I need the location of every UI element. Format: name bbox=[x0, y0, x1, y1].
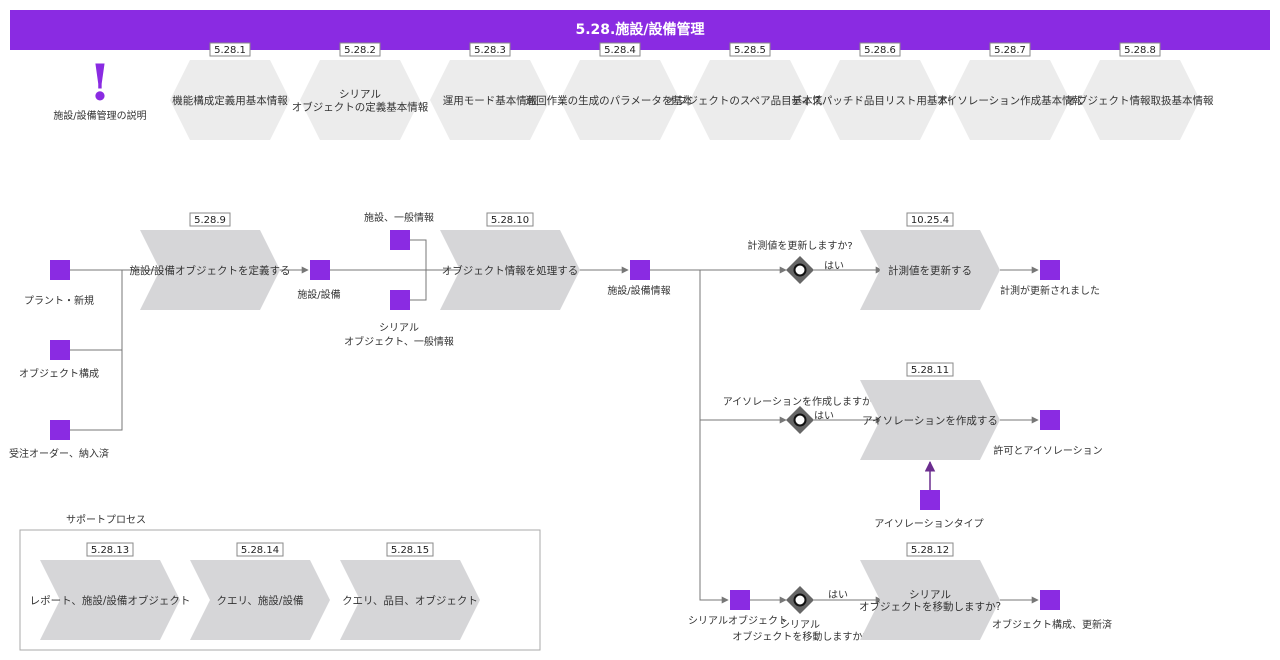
event-serial-object-label: シリアルオブジェクト bbox=[688, 614, 788, 627]
support-title: サポートプロセス bbox=[66, 514, 146, 526]
hex-label: ディスパッチド品目リスト用基本情報 bbox=[791, 94, 969, 107]
hex-label: 機能構成定義用基本情報 bbox=[172, 94, 288, 107]
hex-tag: 5.28.1 bbox=[214, 45, 246, 56]
process-move-serial-label-1: シリアル bbox=[909, 589, 951, 601]
event-permit-isolation-label: 許可とアイソレーション bbox=[993, 444, 1102, 457]
event-plant-new[interactable] bbox=[50, 260, 70, 280]
hex-basic-info-5[interactable]: 5.28.5 オブジェクトのスペア品目基本情報 bbox=[666, 42, 834, 140]
process-object-info-label: オブジェクト情報を処理する bbox=[442, 264, 579, 277]
process-create-isolation-label: アイソレーションを作成する bbox=[862, 415, 998, 427]
support-process-2[interactable]: 5.28.14 クエリ、施設/設備 bbox=[190, 542, 330, 640]
input-serial-general[interactable] bbox=[390, 290, 410, 310]
event-serial-object[interactable] bbox=[730, 590, 750, 610]
event-permit-isolation[interactable] bbox=[1040, 410, 1060, 430]
process-move-serial[interactable]: 5.28.12 シリアル オブジェクトを移動しますか? bbox=[859, 542, 1001, 640]
question-isolation: アイソレーションを作成しますか? bbox=[723, 396, 878, 408]
event-order-delivered-label: 受注オーダー、納入済 bbox=[9, 447, 109, 460]
page-title: 5.28.施設/設備管理 bbox=[575, 22, 705, 38]
event-config-updated-label: オブジェクト構成、更新済 bbox=[992, 618, 1112, 631]
yes-label-3: はい bbox=[828, 589, 848, 601]
yes-label-2: はい bbox=[814, 410, 834, 422]
event-plant-new-label: プラント・新規 bbox=[24, 294, 94, 307]
hex-label: オブジェクトのスペア品目基本情報 bbox=[666, 94, 834, 107]
input-general-info[interactable] bbox=[390, 230, 410, 250]
support-tag: 5.28.15 bbox=[391, 545, 429, 556]
process-create-isolation[interactable]: 5.28.11 アイソレーションを作成する bbox=[860, 362, 1000, 460]
process-move-serial-label-2: オブジェクトを移動しますか? bbox=[859, 600, 1001, 613]
hex-basic-info-6[interactable]: 5.28.6 ディスパッチド品目リスト用基本情報 bbox=[791, 42, 969, 140]
gateway-circle-icon bbox=[793, 263, 807, 277]
gateway-circle-icon bbox=[793, 593, 807, 607]
input-isolation-type[interactable] bbox=[920, 490, 940, 510]
support-label: レポート、施設/設備オブジェクト bbox=[30, 594, 191, 607]
event-config-updated[interactable] bbox=[1040, 590, 1060, 610]
input-isolation-type-label: アイソレーションタイプ bbox=[874, 518, 983, 530]
hex-label: アイソレーション作成基本情報 bbox=[937, 94, 1084, 107]
input-general-info-label: 施設、一般情報 bbox=[364, 211, 434, 224]
process-create-isolation-tag: 5.28.11 bbox=[911, 365, 949, 376]
process-define-object-label: 施設/設備オブジェクトを定義する bbox=[129, 264, 290, 277]
process-move-serial-tag: 5.28.12 bbox=[911, 545, 949, 556]
hex-tag: 5.28.6 bbox=[864, 45, 896, 56]
hex-label: オブジェクトの定義基本情報 bbox=[292, 101, 429, 114]
support-process-1[interactable]: 5.28.13 レポート、施設/設備オブジェクト bbox=[30, 542, 191, 640]
event-object-config[interactable] bbox=[50, 340, 70, 360]
process-define-object-tag: 5.28.9 bbox=[194, 215, 226, 226]
question-move-serial-2: オブジェクトを移動しますか? bbox=[732, 630, 867, 643]
gateway-isolation[interactable] bbox=[786, 406, 814, 434]
hex-tag: 5.28.8 bbox=[1124, 45, 1156, 56]
process-object-info[interactable]: 5.28.10 オブジェクト情報を処理する bbox=[440, 212, 580, 310]
hex-tag: 5.28.7 bbox=[994, 45, 1026, 56]
event-object-config-label: オブジェクト構成 bbox=[19, 367, 99, 380]
hex-label: シリアル bbox=[339, 89, 381, 101]
support-label: クエリ、品目、オブジェクト bbox=[342, 594, 478, 607]
hex-label: 巡回作業の生成のパラメータを基本情報 bbox=[526, 94, 715, 107]
support-row: 5.28.13レポート、施設/設備オブジェクト5.28.14クエリ、施設/設備5… bbox=[30, 542, 480, 640]
hex-basic-info-4[interactable]: 5.28.4 巡回作業の生成のパラメータを基本情報 bbox=[526, 42, 715, 140]
event-facility-label: 施設/設備 bbox=[297, 288, 340, 301]
note-label: 施設/設備管理の説明 bbox=[53, 109, 146, 122]
process-update-measure-label: 計測値を更新する bbox=[888, 264, 972, 277]
hex-basic-info-8[interactable]: 5.28.8 オブジェクト情報取扱基本情報 bbox=[1067, 42, 1214, 140]
gateway-move-serial[interactable] bbox=[786, 586, 814, 614]
event-measure-updated[interactable] bbox=[1040, 260, 1060, 280]
hex-label: オブジェクト情報取扱基本情報 bbox=[1067, 94, 1214, 107]
question-move-serial-1: シリアル bbox=[780, 620, 820, 631]
question-update-measure: 計測値を更新しますか? bbox=[747, 239, 852, 252]
process-define-object[interactable]: 5.28.9 施設/設備オブジェクトを定義する bbox=[129, 212, 291, 310]
process-update-measure-tag: 10.25.4 bbox=[911, 215, 949, 226]
support-tag: 5.28.13 bbox=[91, 545, 129, 556]
hex-tag: 5.28.5 bbox=[734, 45, 766, 56]
hex-basic-info-1[interactable]: 5.28.1 機能構成定義用基本情報 bbox=[170, 42, 290, 140]
support-label: クエリ、施設/設備 bbox=[217, 594, 304, 607]
hex-basic-info-7[interactable]: 5.28.7 アイソレーション作成基本情報 bbox=[937, 42, 1084, 140]
support-frame bbox=[19, 529, 541, 651]
input-serial-general-label-1: シリアル bbox=[379, 323, 419, 334]
yes-label-1: はい bbox=[824, 260, 844, 272]
hex-tag: 5.28.3 bbox=[474, 45, 506, 56]
event-facility-info[interactable] bbox=[630, 260, 650, 280]
hex-basic-info-3[interactable]: 5.28.3 運用モード基本情報 bbox=[430, 42, 550, 140]
process-update-measure[interactable]: 10.25.4 計測値を更新する bbox=[860, 212, 1000, 310]
gateway-update-measure[interactable] bbox=[786, 256, 814, 284]
exclamation-icon: ! bbox=[89, 53, 111, 112]
process-object-info-tag: 5.28.10 bbox=[491, 215, 529, 226]
event-measure-updated-label: 計測が更新されました bbox=[1000, 284, 1100, 297]
gateway-circle-icon bbox=[793, 413, 807, 427]
basic-info-row: 5.28.1 機能構成定義用基本情報 5.28.2 シリアルオブジェクトの定義基本情報… bbox=[170, 42, 1214, 140]
support-process-3[interactable]: 5.28.15 クエリ、品目、オブジェクト bbox=[340, 542, 480, 640]
hex-tag: 5.28.4 bbox=[604, 45, 636, 56]
input-serial-general-label-2: オブジェクト、一般情報 bbox=[344, 335, 454, 348]
hex-tag: 5.28.2 bbox=[344, 45, 376, 56]
event-order-delivered[interactable] bbox=[50, 420, 70, 440]
event-facility[interactable] bbox=[310, 260, 330, 280]
event-facility-info-label: 施設/設備情報 bbox=[607, 284, 670, 297]
support-tag: 5.28.14 bbox=[241, 545, 279, 556]
description-note[interactable]: ! 施設/設備管理の説明 bbox=[53, 53, 146, 122]
hex-label: 運用モード基本情報 bbox=[443, 94, 538, 107]
